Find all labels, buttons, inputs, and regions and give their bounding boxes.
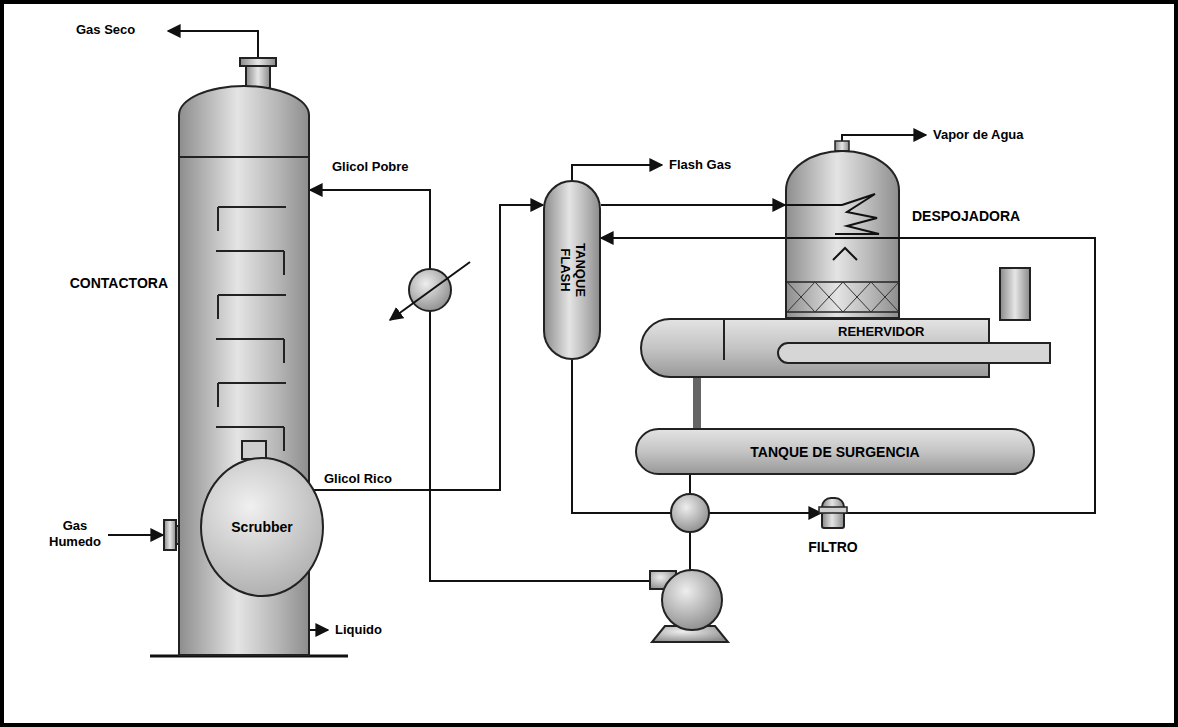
packing-hatch <box>843 282 871 312</box>
flow-label: Glicol Pobre <box>330 159 411 175</box>
node-label: TANQUE FLASH <box>557 238 587 302</box>
reflux-coil <box>835 194 879 234</box>
flow-line <box>310 205 543 490</box>
flow-label: Glicol Rico <box>322 471 394 487</box>
heat-exchanger-symbol <box>671 494 709 532</box>
gas-outlet-label: Gas Seco <box>74 22 137 38</box>
flange <box>240 58 276 66</box>
packing-hatch <box>787 282 815 312</box>
packing-hatch <box>871 282 899 312</box>
reboiler-internals <box>642 320 988 376</box>
stripper-internals <box>787 152 898 317</box>
filter-internals <box>823 499 843 527</box>
node-label: REHERVIDOR <box>838 325 924 340</box>
flash-tank: TANQUE FLASH <box>543 180 601 360</box>
liquid-label: Liquido <box>333 622 384 638</box>
tray <box>218 295 286 319</box>
packing-hatch <box>815 282 843 312</box>
cooler-arrow <box>390 262 470 320</box>
node-label: Scrubber <box>231 519 292 535</box>
coil-inlet <box>785 204 842 206</box>
node-label: DESPOJADORA <box>912 208 1020 224</box>
pump-symbol <box>662 570 722 630</box>
scrubber-vessel: Scrubber <box>200 457 324 597</box>
reboiler: REHERVIDOR <box>640 318 990 378</box>
node-label: TANQUE DE SURGENCIA <box>750 443 919 459</box>
surge-tank: TANQUE DE SURGENCIA <box>635 428 1035 475</box>
pipe-connector <box>693 378 701 428</box>
gas-inlet-line <box>108 534 163 536</box>
head-seam <box>180 156 308 158</box>
node-label: CONTACTORA <box>70 275 168 291</box>
contactor-column: CONTACTORAScrubber <box>178 85 310 656</box>
vapor-label: Vapor de Agua <box>931 127 1026 143</box>
flow-line <box>310 190 690 581</box>
gas-inlet-label: Gas Humedo <box>44 518 106 549</box>
tray <box>218 383 286 407</box>
filter-flange <box>819 507 847 513</box>
weir <box>723 320 725 360</box>
flow-line <box>690 475 821 513</box>
flash-gas-label: Flash Gas <box>667 157 733 173</box>
tray <box>216 251 284 275</box>
flange <box>164 520 176 550</box>
tray <box>218 207 286 231</box>
flash-gas-line <box>572 165 662 181</box>
gas-outlet-line <box>168 31 258 60</box>
filter: FILTRO <box>821 497 845 529</box>
tray <box>216 339 284 363</box>
vapor-line <box>842 135 926 151</box>
deflector <box>833 248 857 260</box>
stripper-column: DESPOJADORA <box>785 150 900 319</box>
reboiler-stack <box>1000 268 1030 320</box>
flow-line <box>601 204 785 206</box>
pipe <box>787 237 900 239</box>
node-label: FILTRO <box>808 539 858 555</box>
fire-tube <box>778 343 1050 363</box>
